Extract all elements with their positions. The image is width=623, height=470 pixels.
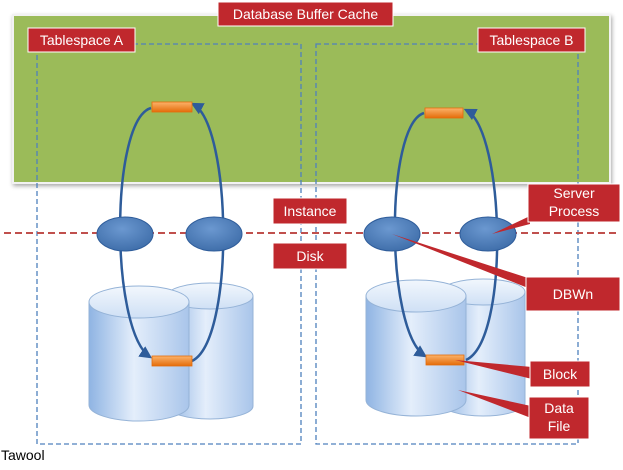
- data-file-label-box: [528, 396, 590, 440]
- tablespace-b-label: Tablespace B: [489, 32, 573, 48]
- server-process-label-box: [527, 183, 621, 223]
- disk-block-b: [425, 354, 465, 366]
- tablespace-b-label-box: [477, 27, 586, 53]
- server-process-label-line1: Server: [553, 185, 595, 201]
- process-oval-a-right: [185, 216, 243, 252]
- disk-block-a: [151, 355, 193, 367]
- server-process-oval: [459, 216, 517, 252]
- dbwn-label: DBWn: [553, 286, 593, 302]
- block-label: Block: [543, 366, 578, 382]
- process-oval-a-left: [96, 216, 154, 252]
- disk-label: Disk: [296, 248, 324, 264]
- dbwn-callout-pointer: [392, 234, 528, 288]
- credit-text: Tawool: [1, 447, 45, 463]
- data-file-callout-pointer: [458, 390, 531, 418]
- cache-block-a: [151, 101, 193, 113]
- instance-label-box: [272, 197, 348, 225]
- data-file-label-line1: Data: [544, 400, 574, 416]
- instance-label: Instance: [284, 203, 337, 219]
- data-file-cylinder-a-front: [88, 285, 190, 422]
- tablespace-a-label-box: [27, 27, 136, 53]
- buffer-cache-label: Database Buffer Cache: [233, 6, 378, 22]
- cache-block-b: [424, 107, 464, 119]
- tablespace-a-label: Tablespace A: [40, 32, 124, 48]
- server-process-callout-pointer: [492, 216, 530, 234]
- block-callout-pointer: [455, 360, 532, 379]
- server-process-label-line2: Process: [549, 203, 600, 219]
- disk-label-box: [272, 242, 348, 270]
- dbwn-label-box: [525, 276, 621, 312]
- data-file-label-line2: File: [548, 418, 571, 434]
- buffer-cache-label-box: [217, 1, 394, 27]
- block-label-box: [529, 360, 591, 388]
